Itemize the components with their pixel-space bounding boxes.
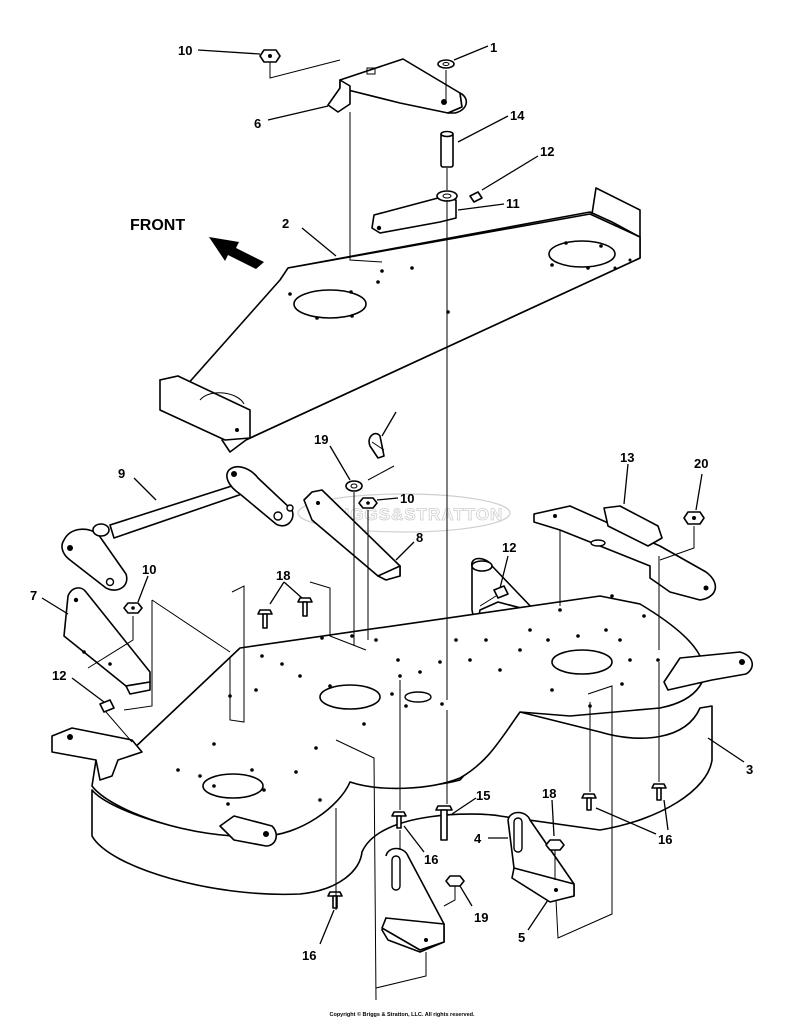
part-9-pivot-arm — [61, 465, 294, 591]
part-11-pivot-bracket — [371, 190, 458, 234]
explosion-lines — [87, 59, 695, 1000]
part-12-cotter-upper — [469, 191, 483, 203]
callout-15-number: 15 — [476, 788, 490, 803]
watermark: BRIGGS&STRATTON — [297, 493, 511, 533]
callout-6-number: 6 — [254, 116, 261, 131]
watermark-text: BRIGGS&STRATTON — [318, 505, 503, 524]
callout-3: 3 — [707, 737, 753, 777]
part-10-nut-left — [123, 602, 143, 614]
callout-16-mid-number: 16 — [424, 852, 438, 867]
callout-17-number: 18 — [276, 568, 290, 583]
callout-8-number: 8 — [416, 530, 423, 545]
part-5-lower-bracket — [507, 811, 575, 903]
callout-16-mid: 16 — [403, 825, 438, 867]
callout-12-mid: 12 — [499, 540, 516, 589]
callout-16-rear — [663, 799, 669, 831]
callout-9-number: 9 — [118, 466, 125, 481]
front-label: FRONT — [130, 217, 185, 234]
part-17-bolts — [257, 597, 313, 629]
part-4-lower-bracket — [381, 847, 445, 953]
callout-10-mid-number: 10 — [400, 491, 414, 506]
callout-12-upper-number: 12 — [540, 144, 554, 159]
callout-18-upper: 18 — [542, 786, 556, 837]
part-7-left-bracket — [63, 587, 151, 695]
callout-11-number: 11 — [506, 196, 520, 211]
callouts: 1 2 3 4 5 6 7 8 — [30, 40, 753, 963]
callout-18-lower-number: 19 — [474, 910, 488, 925]
callout-7: 7 — [30, 588, 69, 615]
part-1-washer — [437, 59, 455, 69]
part-19-washer — [345, 480, 363, 492]
callout-10-left: 10 — [137, 562, 156, 603]
front-indicator: FRONT — [130, 217, 264, 269]
callout-12-left: 12 — [52, 668, 105, 703]
callout-12-left-number: 12 — [52, 668, 66, 683]
callout-1: 1 — [453, 40, 497, 61]
callout-10-left-number: 10 — [142, 562, 156, 577]
callout-1-number: 1 — [490, 40, 497, 55]
callout-19-left-number: 19 — [314, 432, 328, 447]
callout-10-upper-number: 10 — [178, 43, 192, 58]
callout-18-upper-number: 18 — [542, 786, 556, 801]
callout-13-number: 13 — [620, 450, 634, 465]
copyright-notice: Copyright © Briggs & Stratton, LLC. All … — [329, 1012, 475, 1018]
callout-3-number: 3 — [746, 762, 753, 777]
part-20-pin — [368, 432, 385, 459]
callout-17: 18 — [269, 568, 303, 605]
part-10-nut-upper — [259, 49, 281, 63]
callout-12-upper: 12 — [481, 144, 554, 191]
part-12-cotter-mid — [471, 557, 537, 631]
part-2-upper-frame — [159, 187, 641, 453]
callout-4-number: 4 — [474, 831, 482, 846]
callout-19-right-number: 20 — [694, 456, 708, 471]
callout-11: 11 — [457, 196, 520, 211]
callout-19-left: 19 — [314, 432, 351, 481]
callout-10-mid: 10 — [376, 491, 414, 506]
callout-20 — [381, 411, 397, 437]
callout-19-right: 20 — [694, 456, 708, 511]
callout-6: 6 — [254, 105, 329, 131]
part-18-nuts — [445, 839, 565, 887]
callout-12-mid-number: 12 — [502, 540, 516, 555]
callout-18-lower: 19 — [459, 885, 488, 925]
callout-5: 5 — [518, 899, 549, 945]
callout-16-front-number: 16 — [302, 948, 316, 963]
callout-2-number: 2 — [282, 216, 289, 231]
callout-2: 2 — [282, 216, 337, 257]
part-16-bolts — [327, 783, 667, 909]
part-19-nut-right — [683, 511, 705, 525]
callout-5-number: 5 — [518, 930, 525, 945]
part-15-bolt — [435, 805, 453, 841]
part-8-plate — [303, 489, 401, 581]
callout-4: 4 — [474, 831, 508, 846]
part-13-rear-bracket — [533, 505, 717, 601]
exploded-parts-diagram: BRIGGS&STRATTON FRONT — [30, 40, 753, 1000]
callout-14-number: 14 — [510, 108, 525, 123]
part-12-cotter-left — [99, 699, 115, 713]
callout-14: 14 — [457, 108, 525, 143]
callout-9: 9 — [118, 466, 157, 501]
callout-13: 13 — [620, 450, 634, 505]
part-14-spacer — [440, 130, 454, 168]
callout-15: 15 — [451, 788, 490, 815]
callout-16-right: 16 — [595, 807, 672, 847]
front-arrow-icon — [209, 237, 264, 269]
part-6-upper-bracket — [327, 58, 468, 114]
part-10-nut-mid — [358, 497, 378, 509]
callout-7-number: 7 — [30, 588, 37, 603]
callout-16-front: 16 — [302, 909, 335, 963]
callout-16-right-number: 16 — [658, 832, 672, 847]
callout-8: 8 — [395, 530, 423, 561]
callout-10-upper: 10 — [178, 43, 261, 58]
